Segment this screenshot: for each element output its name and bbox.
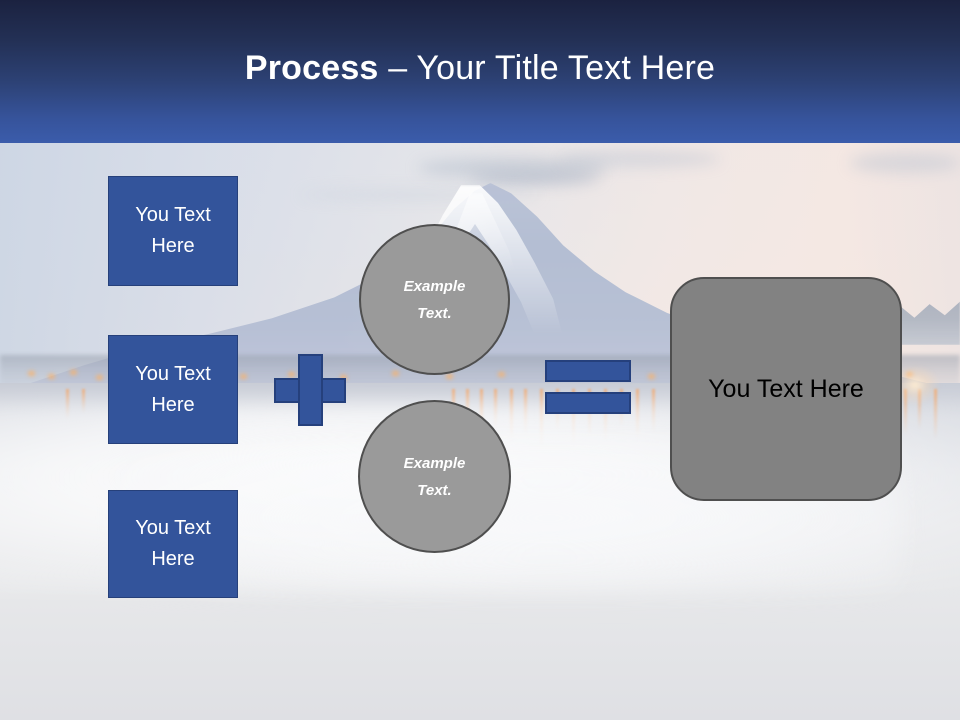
cloud-shape [470,171,600,185]
step-box-1-line2: Here [151,235,195,257]
result-box-label: You Text Here [708,375,864,403]
equals-operator-icon[interactable] [545,360,631,414]
example-circle-2[interactable]: Example Text. [358,400,511,553]
example-circle-2-line2: Text. [417,481,452,499]
plus-center-patch [300,380,321,401]
step-box-3[interactable]: You Text Here [108,490,238,598]
cloud-shape [850,153,960,173]
cloud-shape [560,151,720,167]
example-circle-1[interactable]: Example Text. [359,224,510,375]
example-circle-1-line2: Text. [417,304,452,322]
example-circle-1-line1: Example [403,277,466,295]
slide-header-bar: Process – Your Title Text Here [0,0,960,143]
step-box-2-line1: You Text [135,362,211,385]
equals-top-bar [545,360,631,382]
step-box-1[interactable]: You Text Here [108,176,238,286]
plus-operator-icon[interactable] [274,354,346,426]
step-box-2[interactable]: You Text Here [108,335,238,444]
page-title: Process – Your Title Text Here [0,48,960,88]
step-box-2-line2: Here [151,393,195,416]
step-box-3-line2: Here [151,548,195,570]
page-title-strong: Process [244,49,379,87]
example-circle-2-line1: Example [403,454,466,472]
result-box[interactable]: You Text Here [670,277,902,501]
step-box-3-line1: You Text [135,517,211,539]
equals-bottom-bar [545,392,631,414]
page-title-rest: – Your Title Text Here [378,49,716,87]
step-box-1-line1: You Text [135,204,211,226]
